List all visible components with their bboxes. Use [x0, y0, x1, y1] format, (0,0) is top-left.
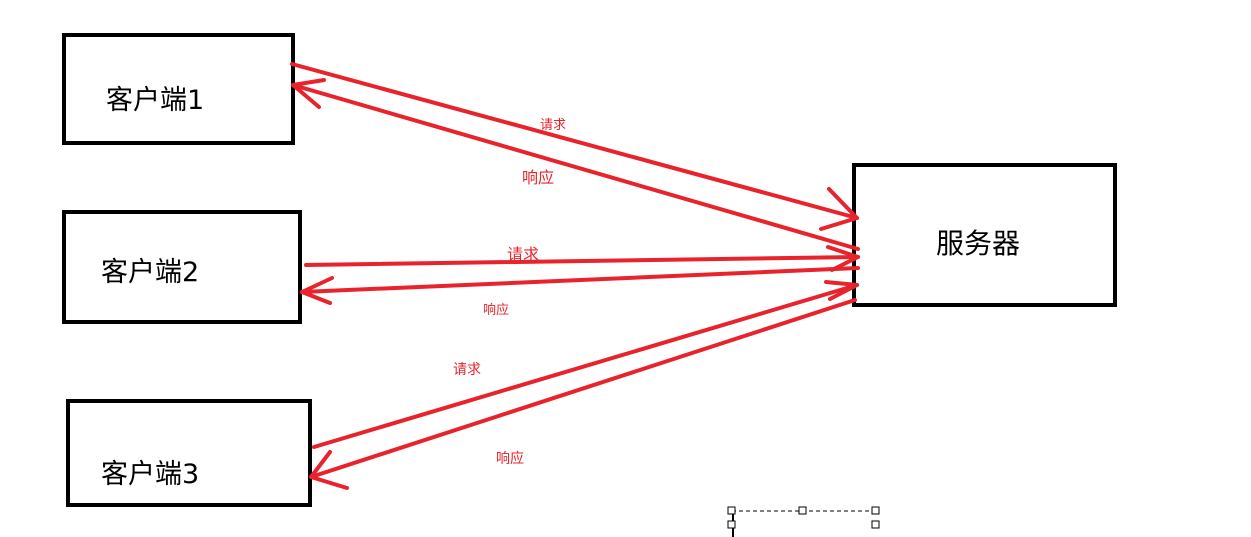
resize-handle-top-left — [727, 506, 736, 515]
server-box — [852, 163, 1117, 307]
arrowhead-client2-response — [300, 276, 334, 305]
client1-box — [62, 33, 295, 145]
client1-request-label: 请求 — [540, 118, 567, 133]
client2-box — [62, 210, 302, 324]
arrowhead-client1-response — [291, 78, 326, 109]
client3-request-label: 请求 — [453, 362, 481, 378]
arrow-client1-request — [290, 62, 859, 220]
arrow-client1-response — [291, 83, 860, 251]
arrowhead-client3-request — [824, 280, 859, 301]
resize-handle-top-middle — [798, 506, 807, 515]
client3-response-label: 响应 — [496, 451, 524, 467]
client3-box — [66, 399, 312, 507]
client1-response-label: 响应 — [522, 168, 555, 187]
resize-handle-top-right — [871, 506, 880, 515]
arrow-client3-response — [309, 298, 857, 479]
server-label: 服务器 — [936, 227, 1021, 260]
client2-label: 客户端2 — [101, 257, 200, 288]
resize-handle-left-middle — [727, 520, 736, 529]
arrowhead-client3-response — [309, 450, 349, 490]
arrow-client2-request — [304, 255, 860, 267]
arrowhead-client2-request — [826, 245, 860, 272]
arrow-client2-response — [300, 266, 860, 294]
client1-label: 客户端1 — [106, 85, 205, 116]
client2-request-label: 请求 — [507, 245, 540, 264]
resize-handle-right-middle — [871, 520, 880, 529]
client2-response-label: 响应 — [483, 303, 510, 318]
client3-label: 客户端3 — [101, 459, 200, 490]
arrow-client3-request — [312, 283, 859, 449]
arrowhead-client1-request — [819, 187, 859, 231]
